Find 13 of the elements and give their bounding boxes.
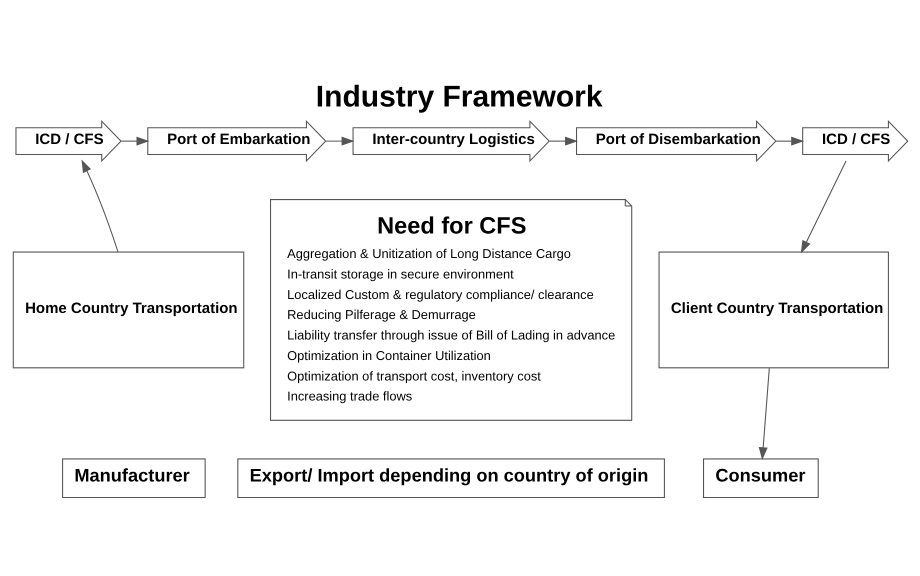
node-box: Consumer	[702, 458, 818, 498]
arrow	[776, 136, 804, 146]
node-box: Client Country Transportation	[658, 251, 888, 368]
node-box: Home Country Transportation	[12, 251, 244, 368]
node-box: Export/ Import depending on country of origin	[236, 458, 664, 498]
diagram-title: Industry Framework	[315, 80, 602, 114]
arrow	[120, 136, 149, 146]
arrow	[325, 136, 354, 146]
arrow	[800, 160, 846, 253]
arrow	[80, 159, 118, 252]
arrow	[549, 136, 578, 146]
arrow	[758, 368, 770, 460]
node-box: Manufacturer	[62, 458, 206, 498]
